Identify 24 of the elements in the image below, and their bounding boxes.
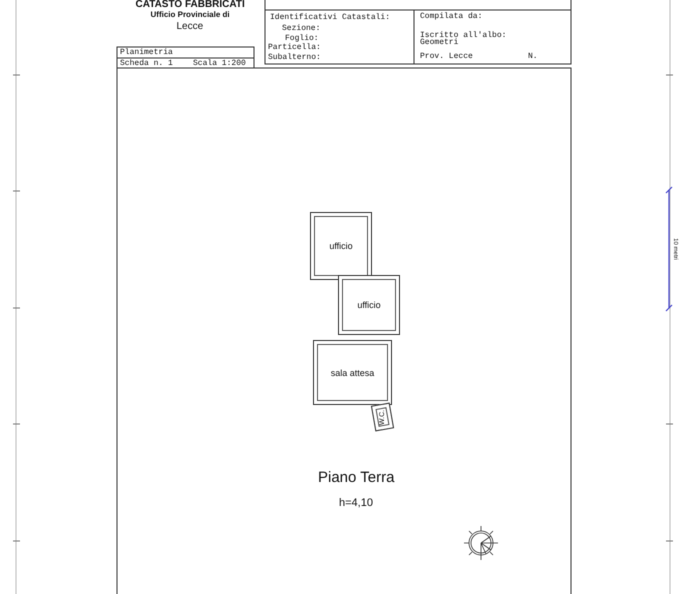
room-outline <box>313 340 392 405</box>
room-outline <box>370 402 394 432</box>
office-label: Ufficio Provinciale di <box>150 11 230 19</box>
form-label: N. <box>528 53 538 61</box>
form-label: Scheda n. 1 <box>120 60 173 68</box>
form-label: Sezione: <box>282 25 320 33</box>
room-label: ufficio <box>357 300 381 310</box>
form-label: Foglio: <box>285 35 319 43</box>
room-label: ufficio <box>329 241 353 251</box>
form-value: Geometri <box>420 39 458 47</box>
sheet-title: CATASTO FABBRICATI <box>136 0 245 10</box>
floor-title: Piano Terra <box>318 470 394 485</box>
form-value: Prov. Lecce <box>420 53 473 61</box>
form-label: Compilata da: <box>420 13 482 21</box>
form-label: Particella: <box>268 44 321 52</box>
form-label: Planimetria <box>120 49 173 57</box>
room-outline <box>310 212 372 280</box>
office-city: Lecce <box>176 22 204 32</box>
height-note: h=4,10 <box>339 498 373 509</box>
room-label: sala attesa <box>330 368 374 378</box>
form-label: Subalterno: <box>268 54 321 62</box>
form-label: Scala 1:200 <box>193 60 246 68</box>
room-outline <box>338 275 400 335</box>
form-label: Identificativi Catastali: <box>270 14 390 22</box>
